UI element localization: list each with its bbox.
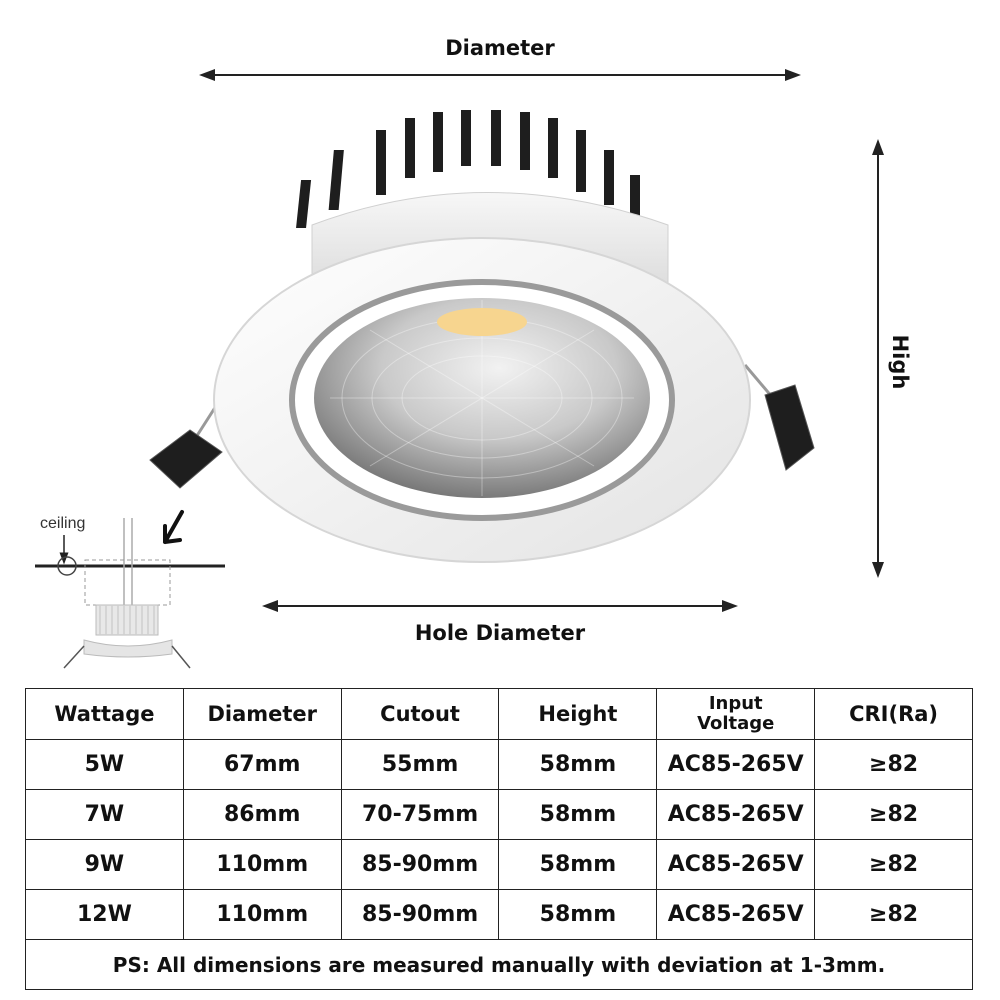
header-cri: CRI(Ra): [814, 688, 973, 740]
table-row: 7W 86mm 70-75mm 58mm AC85-265V ≥82: [25, 789, 973, 840]
cell-cri: ≥82: [814, 739, 973, 790]
header-input-voltage: Input Voltage: [656, 688, 816, 740]
ceiling-install-diagram: [35, 510, 225, 669]
cell-cri: ≥82: [814, 889, 973, 940]
cell-cutout: 70-75mm: [340, 789, 500, 840]
reflector: [314, 298, 650, 498]
cell-cutout: 85-90mm: [340, 839, 500, 890]
table-row: 9W 110mm 85-90mm 58mm AC85-265V ≥82: [25, 839, 973, 890]
cell-voltage: AC85-265V: [656, 889, 816, 940]
cell-height: 58mm: [498, 839, 658, 890]
cell-height: 58mm: [498, 889, 658, 940]
table-header-row: Wattage Diameter Cutout Height Input Vol…: [25, 688, 973, 740]
cell-voltage: AC85-265V: [656, 839, 816, 890]
header-height: Height: [498, 688, 658, 740]
cob-led-chip: [437, 308, 527, 336]
header-cutout: Cutout: [340, 688, 500, 740]
cell-cutout: 55mm: [340, 739, 500, 790]
cell-diameter: 110mm: [182, 839, 342, 890]
cell-voltage: AC85-265V: [656, 789, 816, 840]
cell-height: 58mm: [498, 789, 658, 840]
header-voltage-label: Voltage: [697, 713, 775, 734]
cell-diameter: 67mm: [182, 739, 342, 790]
ceiling-label: ceiling: [40, 515, 86, 532]
cell-wattage: 12W: [25, 889, 184, 940]
header-wattage: Wattage: [25, 688, 184, 740]
cell-voltage: AC85-265V: [656, 739, 816, 790]
measurement-note: PS: All dimensions are measured manually…: [25, 939, 973, 990]
cell-height: 58mm: [498, 739, 658, 790]
spec-table: Wattage Diameter Cutout Height Input Vol…: [25, 688, 973, 990]
table-row: 12W 110mm 85-90mm 58mm AC85-265V ≥82: [25, 889, 973, 940]
cell-diameter: 86mm: [182, 789, 342, 840]
cell-wattage: 7W: [25, 789, 184, 840]
cell-diameter: 110mm: [182, 889, 342, 940]
header-diameter: Diameter: [182, 688, 342, 740]
diameter-label: Diameter: [445, 36, 555, 60]
header-input-label: Input: [708, 693, 763, 714]
table-row: 5W 67mm 55mm 58mm AC85-265V ≥82: [25, 739, 973, 790]
product-illustration: [35, 69, 884, 669]
height-label: High: [888, 334, 912, 390]
reflector-facets: [330, 300, 634, 496]
table-note-row: PS: All dimensions are measured manually…: [25, 939, 973, 990]
spring-clip-right: [743, 364, 815, 471]
cell-wattage: 9W: [25, 839, 184, 890]
cell-cri: ≥82: [814, 839, 973, 890]
heat-sink-fins: [296, 110, 640, 228]
cell-cutout: 85-90mm: [340, 889, 500, 940]
cell-cri: ≥82: [814, 789, 973, 840]
cell-wattage: 5W: [25, 739, 184, 790]
hole-diameter-label: Hole Diameter: [414, 621, 586, 645]
